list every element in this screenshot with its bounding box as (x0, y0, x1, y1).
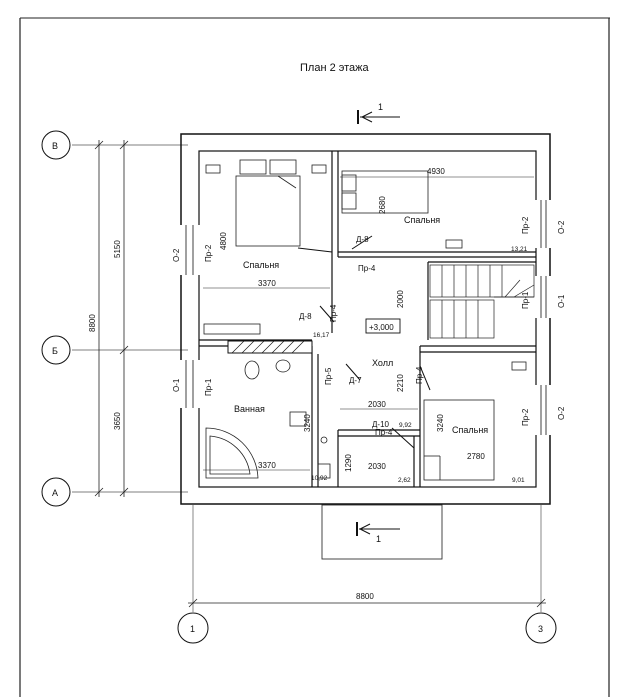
bed-1 (205, 159, 327, 247)
door-mark-d7: Д-7 (349, 376, 362, 385)
window-mark-o2-right-top: О-2 (557, 220, 566, 234)
dim-bath-width: 3370 (258, 461, 276, 470)
axis-bubble-3: 3 (525, 612, 557, 644)
opening-pr4-bed1: Пр-4 (329, 304, 338, 322)
window-mark-o1-right: О-1 (557, 294, 566, 308)
section-mark-bottom-label: 1 (376, 534, 381, 544)
section-mark-top-label: 1 (378, 102, 383, 112)
area-bed1: 16,17 (313, 332, 330, 339)
axis-bubble-1: 1 (177, 612, 209, 644)
wardrobe-bed1 (203, 323, 261, 335)
dim-stair-length: 2000 (396, 290, 405, 308)
dim-bed3-depth: 3240 (436, 414, 445, 432)
dim-hall-depth: 2210 (396, 374, 405, 392)
window-mark-o2-left: О-2 (172, 248, 181, 262)
opening-pr5: Пр-5 (324, 367, 333, 385)
axis-label-v: В (52, 141, 58, 151)
sheet-frame (19, 17, 610, 697)
plan-title: План 2 этажа (300, 62, 370, 74)
vent-duct (227, 340, 313, 354)
dim-bed1-width: 3370 (258, 279, 276, 288)
dim-upper-span: 5150 (113, 240, 122, 258)
window-pr1-stair: Пр-1 (521, 291, 530, 309)
opening-pr4-bed2: Пр-4 (358, 264, 376, 273)
door-mark-d8-lower: Д-8 (299, 312, 312, 321)
opening-pr4-closet: Пр-4 (375, 428, 393, 437)
level-mark-box (365, 318, 401, 334)
staircase (429, 264, 535, 339)
area-closet: 2,62 (398, 477, 411, 484)
bath-fixtures (205, 359, 331, 479)
interior-walls (199, 151, 536, 487)
exterior-walls (180, 133, 551, 505)
dim-hall-width: 2030 (368, 400, 386, 409)
room-name-bed1: Спальня (243, 260, 279, 270)
dim-overall-height: 8800 (88, 314, 97, 332)
area-bath: 10,92 (311, 475, 328, 482)
axis-bubble-b: Б (41, 335, 71, 365)
axis-bubble-v: В (41, 130, 71, 160)
dim-overall-width: 8800 (356, 592, 374, 601)
room-name-hall: Холл (372, 358, 393, 368)
section-mark-bottom: 1 (356, 522, 400, 544)
bed-3 (423, 361, 527, 481)
dim-closet-depth: 1290 (344, 454, 353, 472)
window-pr2-left: Пр-2 (204, 244, 213, 262)
axis-label-3: 3 (538, 624, 543, 634)
window-pr2-bed3: Пр-2 (521, 408, 530, 426)
axis-label-1: 1 (190, 624, 195, 634)
door-mark-d8-upper: Д-8 (356, 235, 369, 244)
section-mark-top: 1 (357, 102, 400, 124)
axis-label-b: Б (52, 346, 58, 356)
dim-bed1-depth: 4800 (219, 232, 228, 250)
dim-chain-bottom (188, 598, 546, 608)
entrance-porch (321, 504, 443, 560)
axis-bubble-a: А (41, 477, 71, 507)
room-name-bed3: Спальня (452, 425, 488, 435)
window-mark-o1-left: О-1 (172, 378, 181, 392)
room-name-bath: Ванная (234, 404, 265, 414)
windows (180, 200, 551, 435)
area-hall: 9,92 (399, 422, 412, 429)
level-mark: +3,000 (369, 323, 394, 332)
window-mark-o2-right-bottom: О-2 (557, 406, 566, 420)
window-pr1-left: Пр-1 (204, 378, 213, 396)
dim-lower-span: 3650 (113, 412, 122, 430)
dim-bed3-width: 2780 (467, 452, 485, 461)
dim-closet-width: 2030 (368, 462, 386, 471)
opening-pr4-bed3: Пр-4 (415, 366, 424, 384)
area-bed3: 9,01 (512, 477, 525, 484)
window-pr2-bed2: Пр-2 (521, 216, 530, 234)
dim-chain-left (94, 140, 129, 497)
dim-bath-depth: 3240 (303, 414, 312, 432)
bed-2 (341, 170, 463, 249)
dim-bed2-width: 4930 (427, 167, 445, 176)
doors (297, 235, 431, 449)
door-mark-d10: Д-10 (372, 420, 390, 429)
axis-label-a: А (52, 488, 58, 498)
room-name-bed2: Спальня (404, 215, 440, 225)
grid-lines (72, 144, 542, 612)
area-bed2: 13,21 (511, 246, 528, 253)
dim-bed2-depth: 2680 (378, 196, 387, 214)
